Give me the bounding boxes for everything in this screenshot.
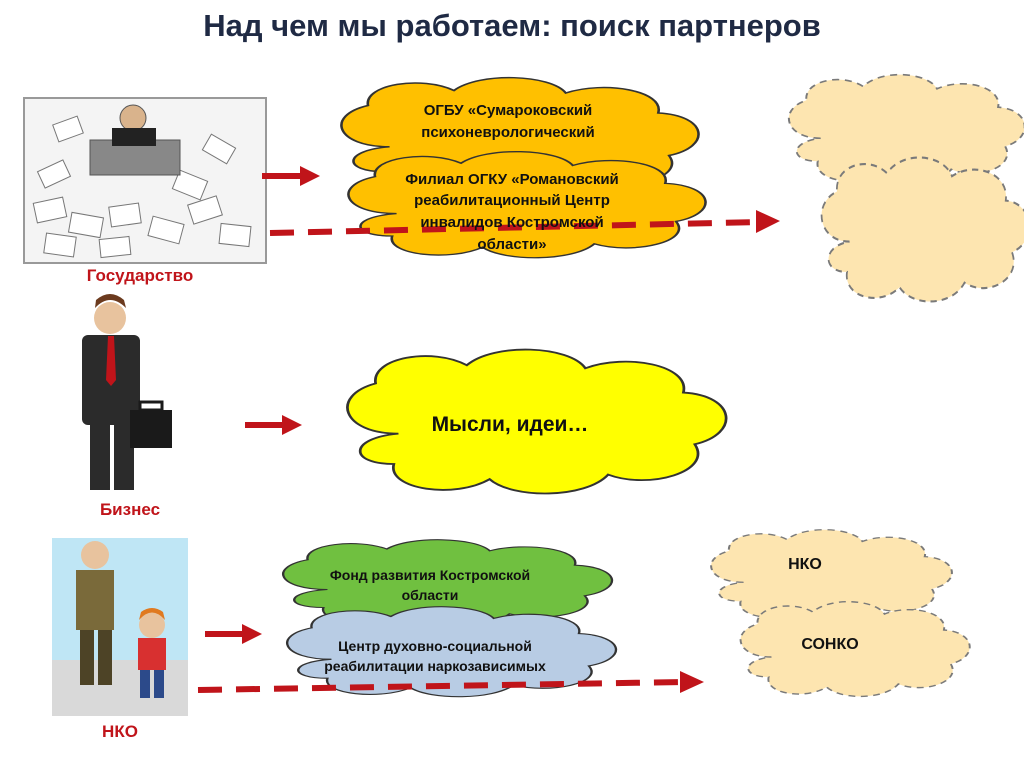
empty-cloud-bottom (820, 156, 1024, 303)
sonko-cloud-text: СОНКО (801, 636, 859, 654)
ideas-cloud-text: Мысли, идеи… (431, 412, 589, 436)
business-label: Бизнес (99, 500, 161, 519)
arrow-business-solid (245, 415, 302, 435)
arrow-state-solid (262, 166, 320, 186)
center-cloud-text: Центр духовно-социальной реабилитации на… (324, 637, 546, 674)
businessman-illustration (82, 294, 172, 490)
state-label: Государство (86, 266, 194, 285)
fund-cloud-text: Фонд развития Костромской области (329, 566, 531, 603)
ogbu-cloud-text: ОГБУ «Сумароковский психоневрологический (421, 102, 595, 141)
page-title: Над чем мы работаем: поиск партнеров (203, 8, 821, 43)
arrow-nko-solid (205, 624, 262, 644)
nko-illustration (52, 538, 188, 716)
arrow-nko-dashed (197, 671, 704, 693)
filial-cloud-text: Филиал ОГКУ «Романовский реабилитационны… (405, 170, 619, 253)
bureaucrat-illustration (23, 97, 267, 264)
arrow-state-dashed (269, 210, 780, 236)
nko-label: НКО (102, 722, 138, 741)
nko-cloud-text: НКО (788, 556, 822, 574)
